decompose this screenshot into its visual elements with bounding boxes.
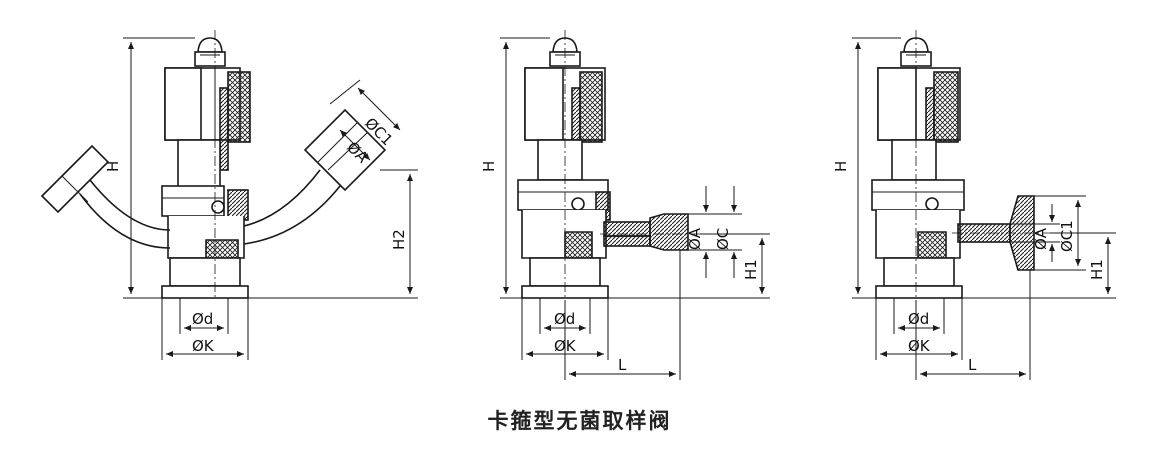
label-C-2: ØC — [714, 228, 732, 250]
label-H1-2: H1 — [742, 259, 760, 280]
dims-view2 — [500, 37, 770, 380]
dims-view1 — [123, 37, 418, 360]
label-H1-3: H1 — [1088, 259, 1106, 280]
label-H-2: H — [480, 161, 498, 172]
label-d-1: Ød — [192, 310, 213, 328]
label-H-1: H — [104, 161, 122, 172]
figure-caption: 卡箍型无菌取样阀 — [487, 409, 672, 433]
label-K-3: ØK — [908, 337, 931, 355]
view-clamp-outlet — [871, 30, 1050, 300]
label-A-3: ØA — [1032, 227, 1050, 250]
view-straight-pipe — [517, 30, 700, 300]
label-L-2: L — [618, 356, 627, 374]
dims-view3 — [852, 37, 1116, 380]
label-H-3: H — [832, 161, 850, 172]
view-y-type — [40, 30, 387, 300]
label-K-1: ØK — [192, 337, 215, 355]
label-A-2: ØA — [686, 227, 704, 250]
label-d-3: Ød — [908, 310, 929, 328]
label-d-2: Ød — [554, 310, 575, 328]
label-H2-1: H2 — [390, 229, 408, 250]
label-C1-3: ØC1 — [1058, 220, 1076, 252]
label-L-3: L — [968, 356, 977, 374]
label-K-2: ØK — [554, 337, 577, 355]
